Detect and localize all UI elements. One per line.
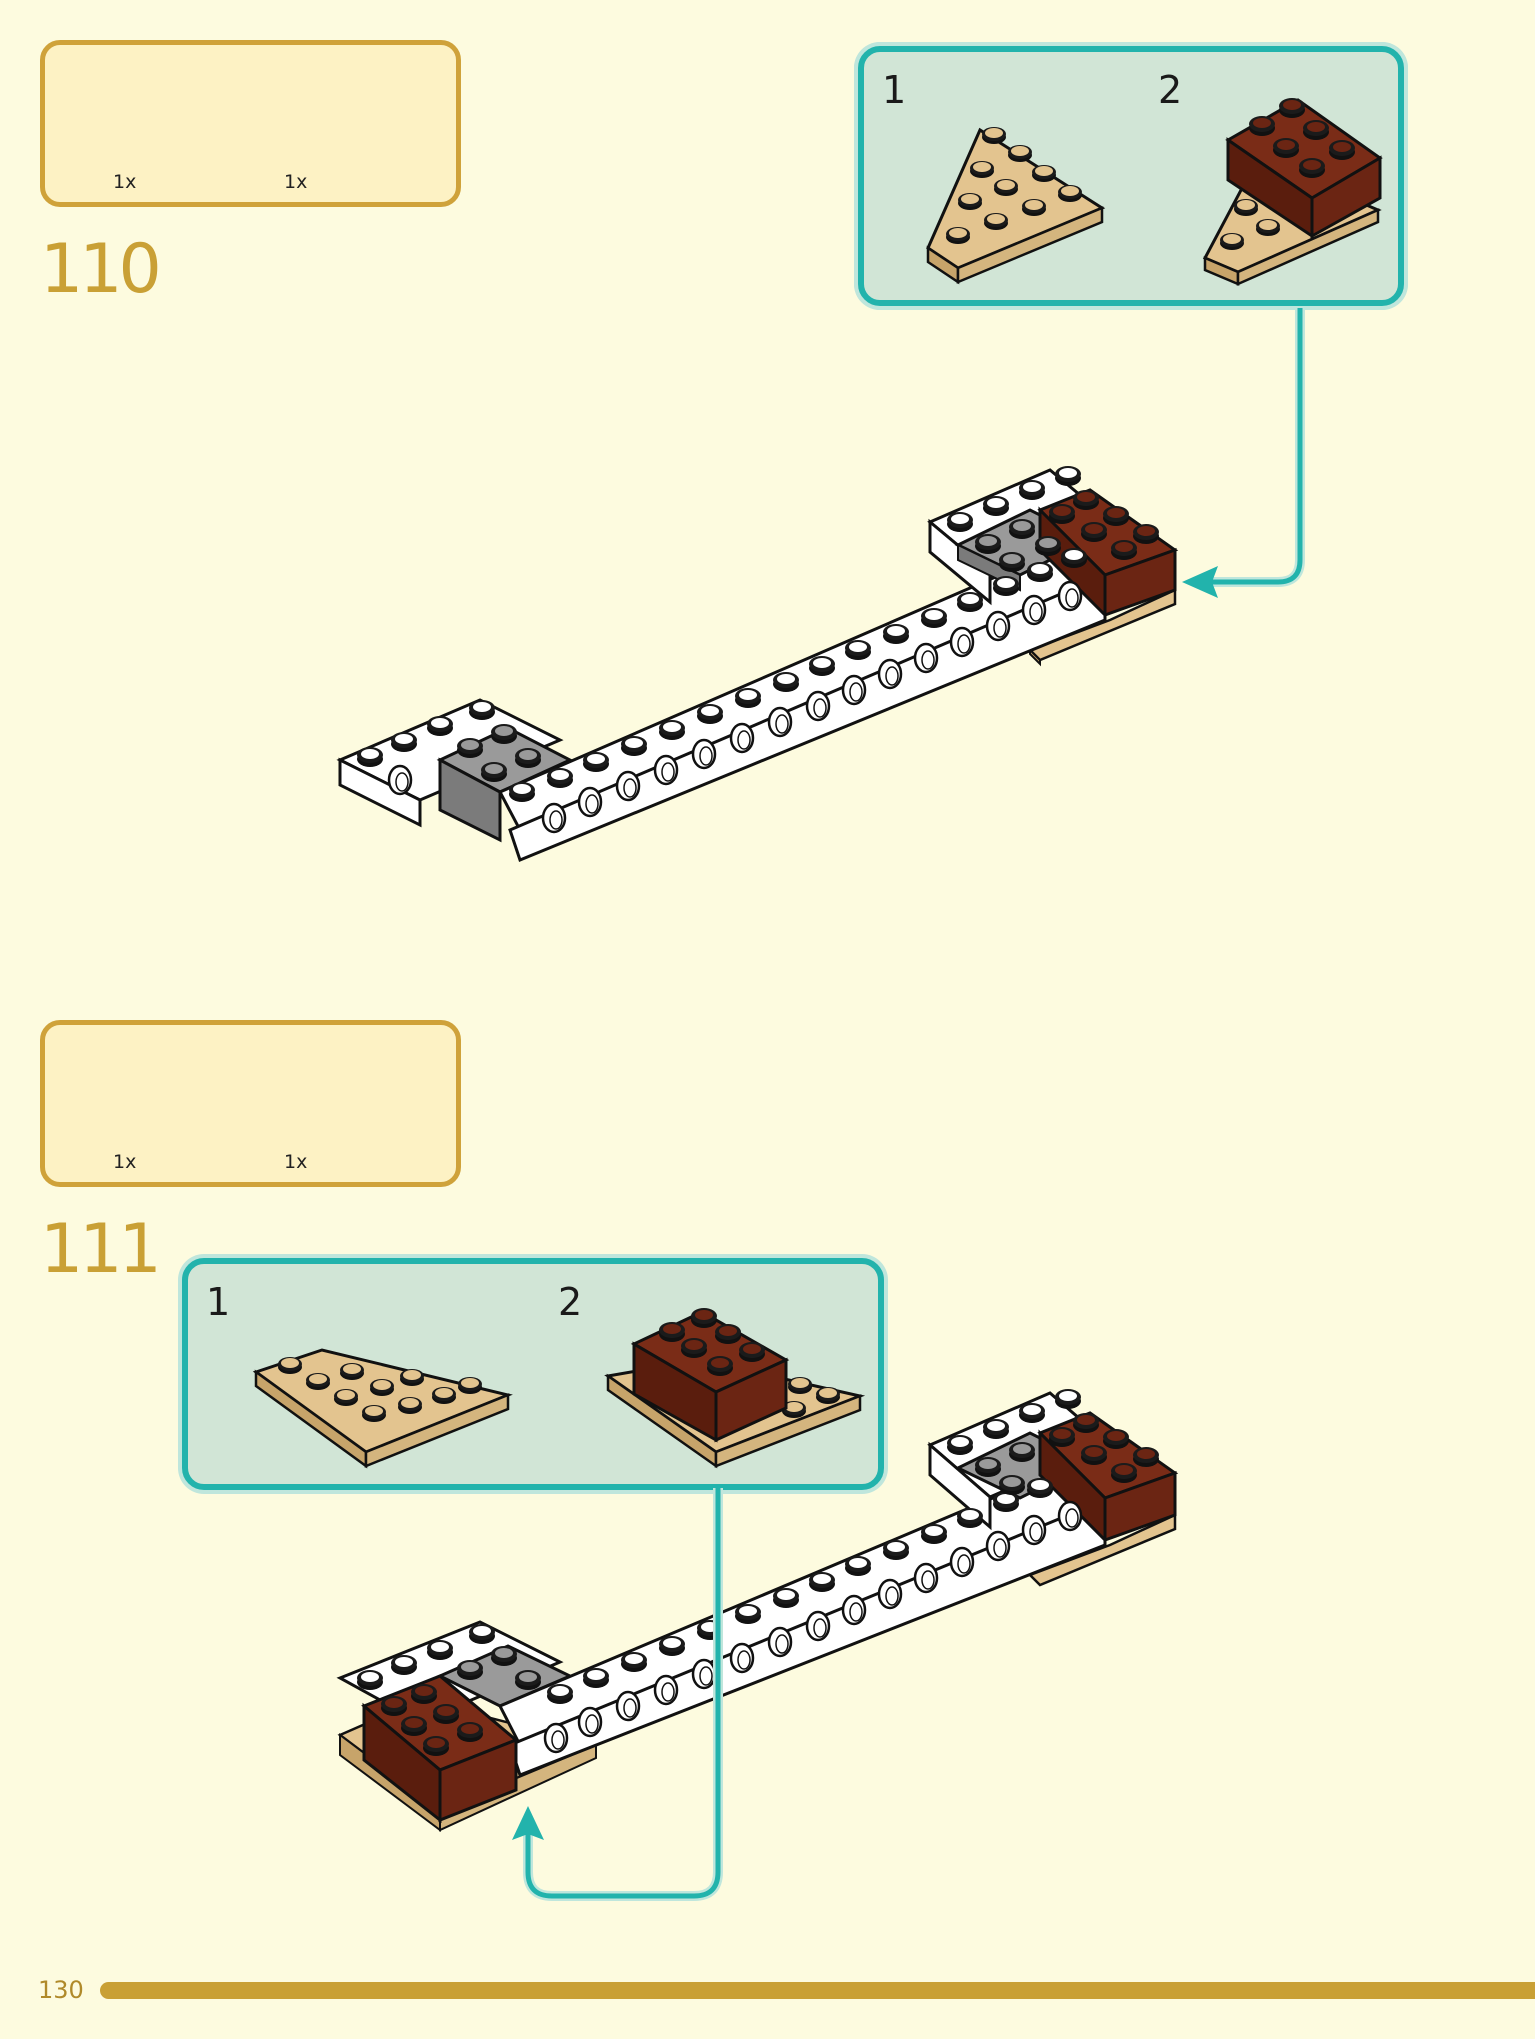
model-assembly-110	[336, 466, 1179, 862]
part-quantity: 1x	[113, 1151, 137, 1173]
part-quantity: 1x	[284, 171, 308, 193]
callout-substep-2-assembly	[604, 1308, 866, 1469]
sub-step-number: 2	[558, 1280, 583, 1324]
assembly-arrow	[1205, 308, 1305, 587]
footer-bar	[100, 1982, 1535, 1999]
part-quantity: 1x	[284, 1151, 308, 1173]
parts-list-box: 1x 1x	[40, 40, 461, 207]
model-assembly-111	[336, 1389, 1179, 1832]
callout-substep-1-wedge	[926, 127, 1106, 285]
sub-step-number: 1	[206, 1280, 231, 1324]
parts-list-box: 1x 1x	[40, 1020, 461, 1187]
sub-step-number: 2	[1158, 68, 1183, 112]
callout-substep-2-assembly	[1202, 98, 1383, 286]
callout-substep-1-wedge	[252, 1348, 513, 1469]
part-quantity: 1x	[113, 171, 137, 193]
step-number: 110	[40, 230, 162, 309]
step-number: 111	[40, 1210, 162, 1289]
page-number: 130	[38, 1976, 84, 2004]
sub-step-number: 1	[882, 68, 907, 112]
